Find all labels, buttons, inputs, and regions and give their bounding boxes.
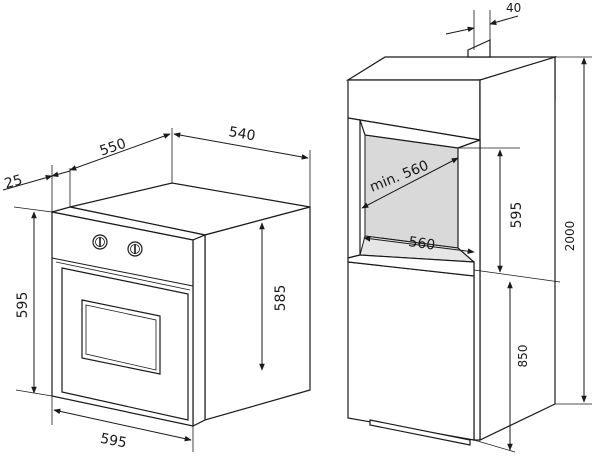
dim-label-width-body: 540 <box>227 124 256 144</box>
cabinet-plinth <box>369 419 471 446</box>
dim-line-40 <box>445 26 475 35</box>
dim-line-595-width <box>53 408 192 442</box>
knob-right-icon <box>127 241 143 257</box>
cabinet-side-panel <box>479 56 556 441</box>
dim-line-min-560 <box>361 157 459 209</box>
knob-left-icon <box>92 234 108 250</box>
oven-drawing: 25 550 540 595 585 595 <box>2 124 311 452</box>
dim-label-niche-width: 560 <box>407 234 436 254</box>
dim-label-width-front: 595 <box>99 431 128 452</box>
dim-label-height-body: 585 <box>273 285 289 312</box>
dim-label-front-overhang: 25 <box>3 172 25 192</box>
dim-label-base-height: 850 <box>516 345 530 368</box>
dim-label-niche-height: 595 <box>509 202 525 229</box>
cabinet-air-gap <box>467 39 491 58</box>
niche-left-jamb <box>347 117 361 259</box>
dim-line-540 <box>173 132 309 160</box>
dim-label-height-front: 595 <box>15 292 31 319</box>
oven-body-side <box>204 206 311 421</box>
dim-line-550 <box>69 133 171 171</box>
dim-label-cabinet-height: 2000 <box>563 221 577 252</box>
oven-front-side-edge <box>192 234 206 427</box>
dim-label-top-gap: 40 <box>506 1 521 15</box>
cabinet-lower-door <box>347 261 475 441</box>
dim-label-depth-total: 550 <box>98 136 128 160</box>
dim-line-25 <box>2 175 53 191</box>
cabinet-drawing: 40 min. 560 560 595 850 2000 <box>345 1 592 453</box>
control-strip-line <box>51 257 194 287</box>
dim-line-560 <box>363 236 475 254</box>
oven-window <box>81 299 161 375</box>
